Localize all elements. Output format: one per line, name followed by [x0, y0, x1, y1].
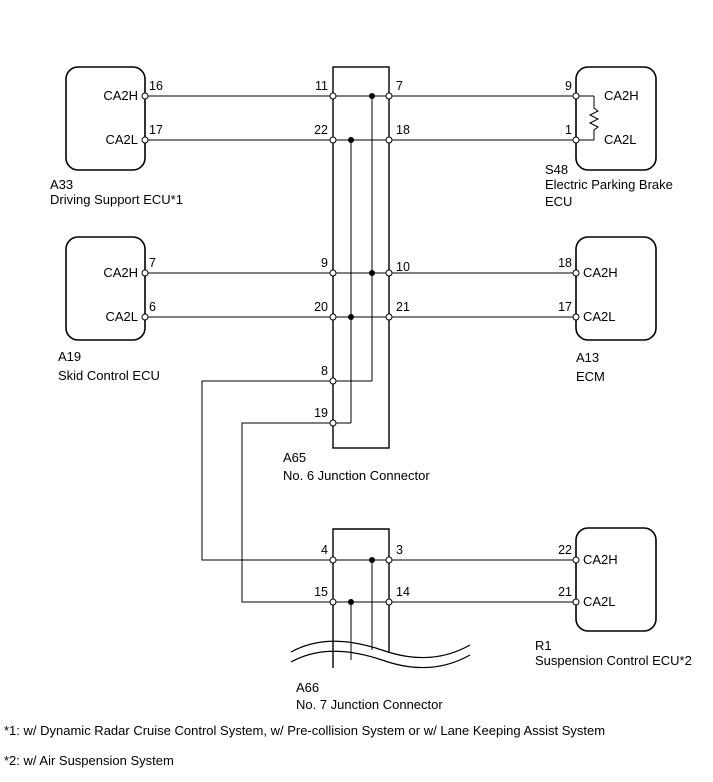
a66-code: A66: [296, 680, 319, 695]
s48-ca2h-label: CA2H: [604, 88, 639, 103]
a19-ca2l-label: CA2L: [105, 309, 138, 324]
s48-ecu-box: [575, 66, 657, 171]
a33-ca2h-label: CA2H: [103, 88, 138, 103]
a13-code: A13: [576, 350, 599, 365]
s48-code: S48: [545, 162, 568, 177]
s48-ca2l-label: CA2L: [604, 132, 637, 147]
a66-pin-14: 14: [396, 585, 410, 599]
terminals: [141, 92, 580, 606]
wire-link-ca2l: [241, 422, 333, 603]
a65-pin-21: 21: [396, 300, 410, 314]
a65-pin-8: 8: [321, 364, 328, 378]
a13-name: ECM: [576, 369, 605, 384]
a33-ecu-box: [65, 66, 146, 171]
a66-junction-body: [332, 528, 390, 668]
a65-name: No. 6 Junction Connector: [283, 468, 430, 483]
s48-pin-l: 1: [565, 123, 572, 137]
r1-code: R1: [535, 638, 552, 653]
r1-name: Suspension Control ECU*2: [535, 653, 692, 668]
a19-ecu-box: [65, 236, 146, 341]
a65-pin-20: 20: [314, 300, 328, 314]
r1-ca2h-label: CA2H: [583, 552, 618, 567]
a19-code: A19: [58, 349, 81, 364]
a19-name: Skid Control ECU: [58, 368, 160, 383]
a65-pin-11: 11: [315, 79, 328, 93]
a13-ecu-box: [575, 236, 657, 341]
footnote-1: *1: w/ Dynamic Radar Cruise Control Syst…: [4, 723, 605, 738]
a33-ca2l-label: CA2L: [105, 132, 138, 147]
a66-pin-15: 15: [314, 585, 328, 599]
break-mark: [290, 640, 471, 669]
a66-name: No. 7 Junction Connector: [296, 697, 443, 712]
footnote-2: *2: w/ Air Suspension System: [4, 753, 174, 768]
a65-code: A65: [283, 450, 306, 465]
wire-link-ca2h: [201, 380, 333, 561]
a65-junction-body: [332, 66, 390, 449]
a65-pin-22: 22: [314, 123, 328, 137]
a19-pin-l: 6: [149, 300, 156, 314]
a33-pin-h: 16: [149, 79, 163, 93]
r1-ca2l-label: CA2L: [583, 594, 616, 609]
s48-name-line2: ECU: [545, 194, 572, 209]
a33-name: Driving Support ECU*1: [50, 192, 183, 207]
wires: [145, 95, 576, 660]
a33-code: A33: [50, 177, 73, 192]
splice-points: [348, 93, 375, 605]
a33-pin-l: 17: [149, 123, 163, 137]
a65-pin-18: 18: [396, 123, 410, 137]
a65-pin-7: 7: [396, 79, 403, 93]
a66-pin-3: 3: [396, 543, 403, 557]
s48-pin-h: 9: [565, 79, 572, 93]
r1-pin-h: 22: [558, 543, 572, 557]
a13-ca2h-label: CA2H: [583, 265, 618, 280]
r1-pin-l: 21: [558, 585, 572, 599]
a65-pin-10: 10: [396, 260, 410, 274]
a19-pin-h: 7: [149, 256, 156, 270]
a13-pin-h: 18: [558, 256, 572, 270]
a13-pin-l: 17: [558, 300, 572, 314]
a66-pin-4: 4: [321, 543, 328, 557]
a65-pin-9: 9: [321, 256, 328, 270]
r1-ecu-box: [575, 527, 657, 632]
s48-name-line1: Electric Parking Brake: [545, 177, 673, 192]
a19-ca2h-label: CA2H: [103, 265, 138, 280]
a65-pin-19: 19: [314, 406, 328, 420]
a13-ca2l-label: CA2L: [583, 309, 616, 324]
